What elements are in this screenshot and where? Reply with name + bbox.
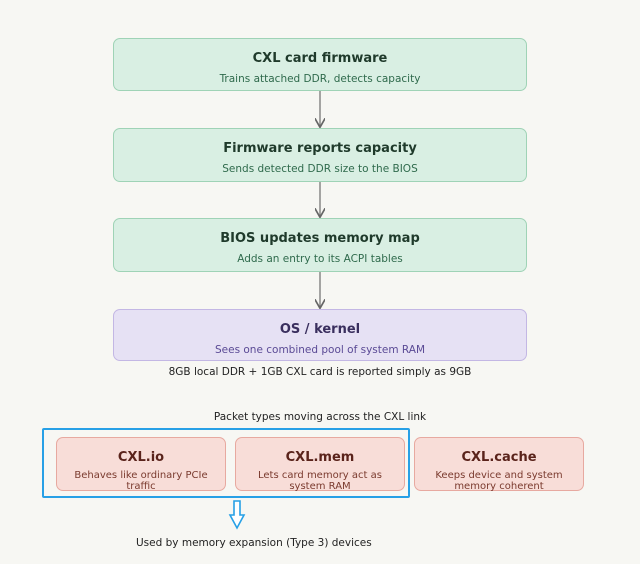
step-subtitle: Trains attached DDR, detects capacity xyxy=(219,73,421,85)
packet-title: CXL.cache xyxy=(461,450,537,465)
packet-subtitle: Keeps device and system memory coherent xyxy=(435,470,563,492)
step-title: OS / kernel xyxy=(279,322,361,337)
os-note: 8GB local DDR + 1GB CXL card is reported… xyxy=(168,366,472,378)
packet-title: CXL.mem xyxy=(285,450,355,465)
packet-heading: Packet types moving across the CXL link xyxy=(213,411,427,423)
packet-subtitle: Behaves like ordinary PCIe traffic xyxy=(74,470,208,492)
flow-step-bios: BIOS updates memory map Adds an entry to… xyxy=(113,218,527,272)
packet-subtitle: Lets card memory act as system RAM xyxy=(258,470,382,492)
step-title: CXL card firmware xyxy=(252,51,388,66)
down-arrow-icon xyxy=(228,500,246,530)
flow-step-report: Firmware reports capacity Sends detected… xyxy=(113,128,527,182)
packet-title: CXL.io xyxy=(117,450,165,465)
step-title: BIOS updates memory map xyxy=(220,231,420,246)
step-title: Firmware reports capacity xyxy=(223,141,417,156)
packet-cxl-mem: CXL.mem Lets card memory act as system R… xyxy=(235,437,405,492)
flow-step-os: OS / kernel Sees one combined pool of sy… xyxy=(113,309,527,361)
step-subtitle: Sees one combined pool of system RAM xyxy=(214,344,426,356)
step-subtitle: Sends detected DDR size to the BIOS xyxy=(222,163,418,175)
step-subtitle: Adds an entry to its ACPI tables xyxy=(237,253,403,265)
flow-step-firmware: CXL card firmware Trains attached DDR, d… xyxy=(113,38,527,91)
expansion-note: Used by memory expansion (Type 3) device… xyxy=(136,537,372,549)
packet-cxl-io: CXL.io Behaves like ordinary PCIe traffi… xyxy=(56,437,226,492)
highlight-frame xyxy=(42,428,410,498)
packet-cxl-cache: CXL.cache Keeps device and system memory… xyxy=(414,437,584,492)
